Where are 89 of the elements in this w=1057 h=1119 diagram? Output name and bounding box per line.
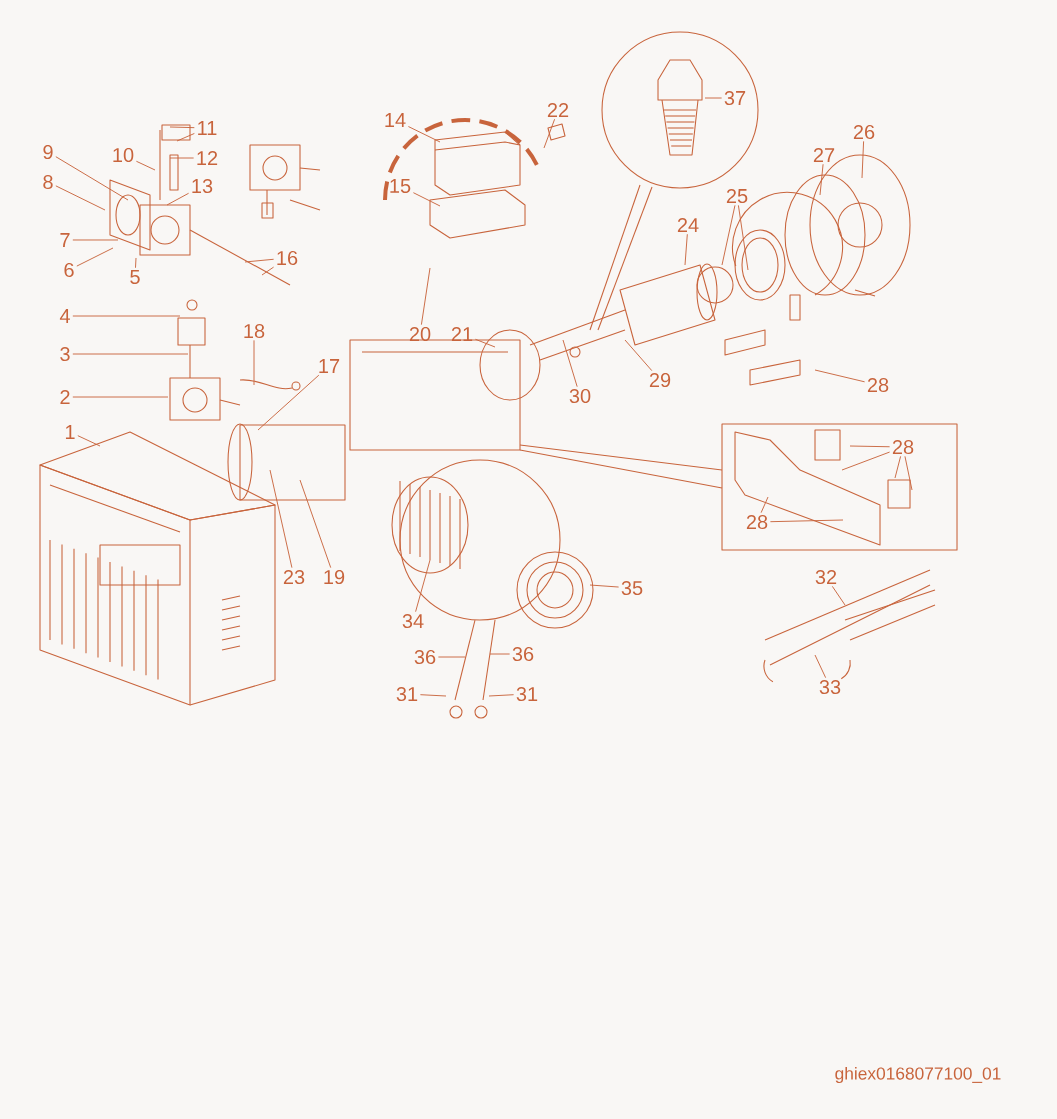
callout-number: 35 — [621, 580, 643, 596]
leader-line — [55, 185, 106, 211]
callout-number: 5 — [130, 270, 140, 284]
callout-number: 32 — [815, 569, 837, 585]
leader-line — [257, 374, 320, 431]
callout-number: 13 — [192, 178, 213, 194]
callout-number: 3 — [60, 346, 70, 362]
callout-number: 14 — [385, 113, 406, 127]
drawing-code: ghiex0168077100_01 — [835, 1066, 1001, 1084]
leader-line — [769, 519, 844, 523]
leader-line — [169, 157, 195, 159]
leader-line — [72, 239, 119, 241]
leader-line — [589, 584, 620, 588]
callout-number: 4 — [59, 309, 70, 323]
leader-line — [253, 339, 255, 386]
callout-number: 33 — [819, 679, 841, 695]
callout-number: 26 — [853, 124, 875, 140]
leader-line — [269, 469, 293, 569]
callout-number: 31 — [396, 686, 418, 702]
leader-line — [894, 455, 902, 479]
callout-number: 19 — [324, 569, 345, 585]
callout-number: 28 — [892, 439, 914, 455]
leader-line — [77, 435, 101, 447]
callout-number: 36 — [414, 649, 436, 665]
leader-line — [135, 257, 137, 269]
leader-line — [814, 369, 866, 383]
callout-number: 34 — [402, 613, 424, 629]
leader-line — [488, 694, 515, 697]
callout-number: 29 — [649, 372, 671, 388]
leader-line — [419, 694, 447, 697]
leader-line — [684, 233, 688, 266]
callout-number: 30 — [569, 388, 591, 404]
leader-line — [412, 192, 441, 207]
callout-number: 28 — [867, 377, 889, 393]
leader-line — [437, 656, 466, 658]
leader-line — [244, 258, 275, 263]
callout-number: 18 — [244, 323, 265, 339]
leader-line — [176, 133, 195, 142]
callout-number: 8 — [43, 174, 53, 190]
callout-number: 31 — [516, 686, 538, 702]
leader-line — [420, 267, 431, 326]
callout-number: 25 — [726, 188, 748, 204]
leader-line — [474, 338, 496, 348]
callout-number: 24 — [677, 218, 699, 232]
callout-number: 7 — [60, 233, 70, 247]
leader-line — [760, 496, 769, 514]
callout-number: 27 — [813, 148, 835, 162]
callout-number: 28 — [746, 514, 768, 530]
leader-line — [841, 451, 891, 471]
leader-line — [849, 445, 891, 448]
callout-number: 22 — [547, 103, 569, 117]
leader-line — [415, 559, 431, 613]
callout-number: 20 — [409, 326, 431, 342]
callout-number: 11 — [198, 121, 217, 135]
callout-number: 10 — [113, 147, 134, 163]
leader-line — [819, 163, 824, 196]
leader-line — [135, 160, 156, 171]
leader-line — [166, 192, 190, 206]
leader-line — [814, 654, 827, 679]
leader-line — [489, 653, 511, 655]
callout-number: 6 — [64, 262, 74, 278]
leader-line — [76, 247, 114, 267]
leader-line — [721, 204, 736, 266]
leader-line — [299, 479, 332, 569]
callout-number: 36 — [512, 646, 534, 662]
callout-number: 23 — [283, 569, 305, 585]
leader-line — [543, 118, 556, 149]
callout-number: 12 — [197, 151, 218, 165]
callout-number: 1 — [65, 425, 75, 439]
callout-number: 9 — [43, 144, 53, 160]
leader-line — [704, 97, 723, 99]
leader-line — [904, 455, 913, 491]
leader-line — [55, 156, 129, 201]
leader-line — [624, 339, 653, 372]
leader-line — [261, 266, 275, 276]
callout-number: 21 — [451, 327, 473, 341]
leader-line — [72, 396, 169, 398]
leader-line — [407, 126, 441, 143]
callout-number: 37 — [724, 90, 746, 106]
leader-line — [737, 204, 749, 271]
callout-number: 2 — [60, 390, 70, 404]
leader-line — [831, 585, 846, 606]
callout-number: 17 — [319, 359, 340, 373]
leader-line — [72, 315, 181, 317]
callout-number: 15 — [390, 179, 411, 193]
leader-line — [169, 126, 195, 129]
callout-number: 16 — [277, 250, 298, 266]
leader-line — [562, 339, 578, 388]
leader-line — [72, 353, 189, 355]
